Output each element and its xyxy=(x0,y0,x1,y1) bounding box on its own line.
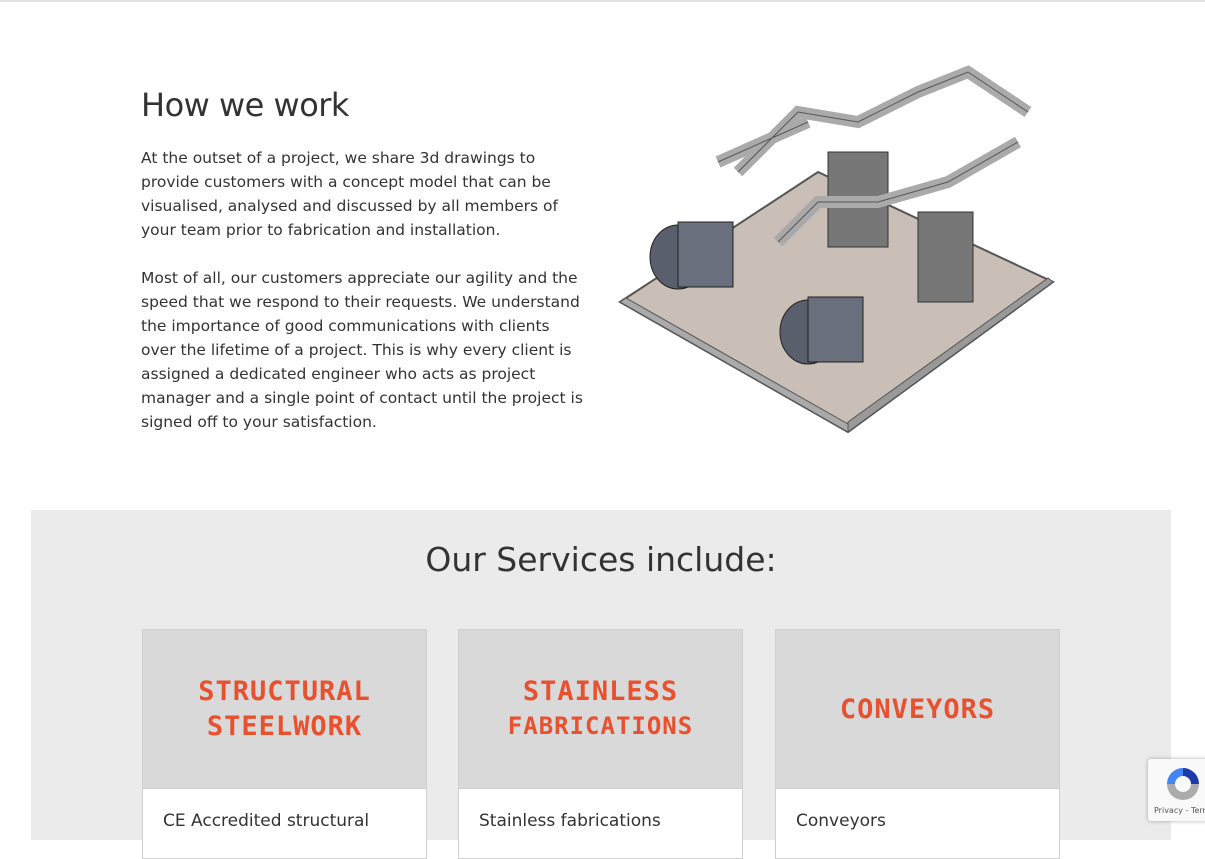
service-logo: STRUCTURAL STEELWORK xyxy=(143,630,426,789)
paragraph: At the outset of a project, we share 3d … xyxy=(141,149,558,239)
recaptcha-badge[interactable]: Privacy - Terms xyxy=(1148,759,1205,821)
service-logo: CONVEYORS xyxy=(776,630,1059,789)
pump-skid-3d-illustration xyxy=(618,65,1055,434)
service-card-conveyors[interactable]: CONVEYORS Conveyors xyxy=(775,629,1060,859)
service-card-stainless-fabrications[interactable]: STAINLESS FABRICATIONS Stainless fabrica… xyxy=(458,629,743,859)
logo-line: CONVEYORS xyxy=(839,693,996,725)
logo-line: STAINLESS xyxy=(522,676,679,707)
logo-line: STRUCTURAL xyxy=(198,676,371,707)
service-caption[interactable]: Conveyors xyxy=(796,811,886,831)
section-title: How we work xyxy=(141,86,349,124)
recaptcha-icon xyxy=(1167,768,1199,800)
logo-line: FABRICATIONS xyxy=(507,712,694,740)
recaptcha-links[interactable]: Privacy - Terms xyxy=(1154,806,1205,815)
services-section: Our Services include: STRUCTURAL STEELWO… xyxy=(31,510,1171,859)
service-caption[interactable]: CE Accredited structural xyxy=(163,811,370,831)
how-we-work-section: How we work At the outset of a project, … xyxy=(141,86,586,458)
service-card-structural-steelwork[interactable]: STRUCTURAL STEELWORK CE Accredited struc… xyxy=(142,629,427,859)
service-caption[interactable]: Stainless fabrications xyxy=(479,811,661,831)
paragraph: Most of all, our customers appreciate ou… xyxy=(141,269,583,431)
logo-line: STEELWORK xyxy=(206,711,363,742)
services-title: Our Services include: xyxy=(425,540,777,579)
service-logo: STAINLESS FABRICATIONS xyxy=(459,630,742,789)
